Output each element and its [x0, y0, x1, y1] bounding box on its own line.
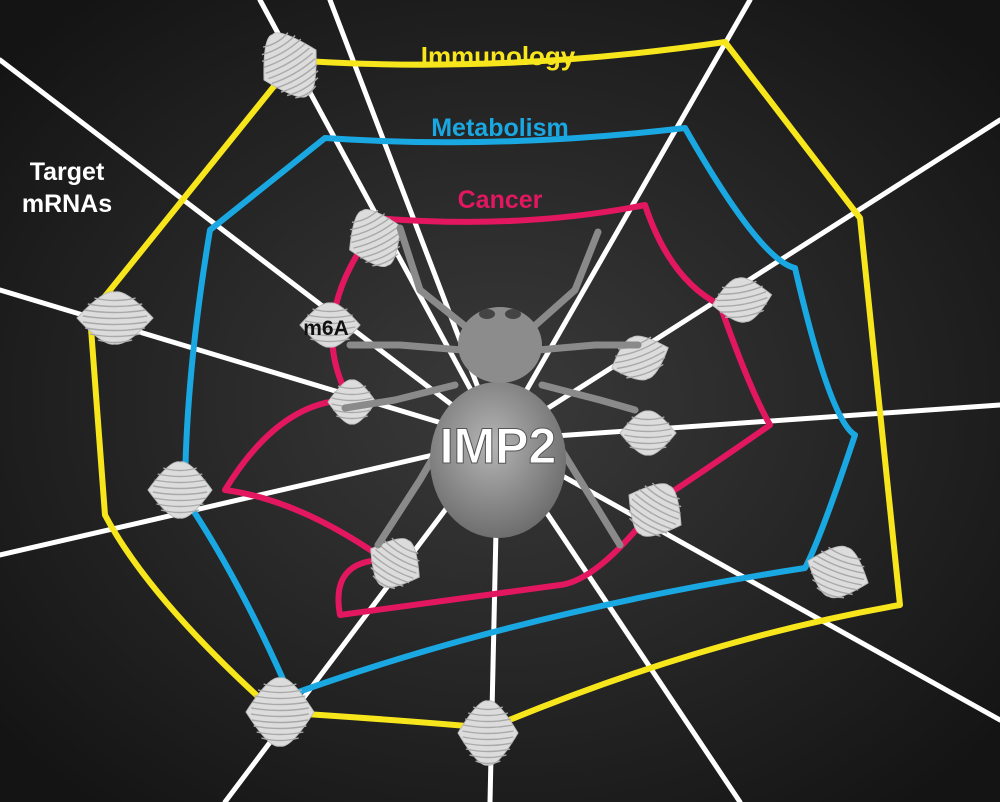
spider-legs: [341, 224, 642, 549]
mrna-cocoon-icon: [370, 537, 420, 590]
mrna-cocoon-icon: [457, 700, 519, 766]
target-label-line1: Target: [30, 158, 105, 186]
mrna-cocoon-icon: [261, 32, 319, 99]
spider-leg: [526, 228, 602, 334]
spider-leg: [396, 224, 474, 334]
spider-eye-left: [479, 309, 495, 319]
cancer-ring: [222, 202, 773, 618]
spider-abdomen: [430, 382, 566, 538]
metabolism-label: Metabolism: [431, 114, 569, 142]
immunology-ring: [87, 39, 903, 731]
mrna-cocoon-icon: [619, 410, 677, 456]
immunology-label: Immunology: [421, 41, 576, 71]
mrna-cocoon-icon: [76, 291, 154, 345]
mrna-cocoon-icon: [147, 461, 213, 519]
mrna-cocoon-icon: [807, 545, 869, 599]
spider-leg: [346, 341, 466, 354]
imp2-label: IMP2: [440, 418, 557, 474]
mrna-cocoon-icon: [349, 208, 401, 268]
cancer-label: Cancer: [458, 186, 543, 214]
spider-leg: [534, 341, 642, 354]
spider-head: [458, 307, 542, 383]
web-spoke: [0, 57, 501, 443]
spider-leg: [538, 381, 639, 414]
spider-icon: [341, 224, 642, 549]
mrna-cocoon-icon: [299, 302, 361, 348]
mrna-cocoon-icon: [628, 482, 682, 537]
m6a-label: m6A: [303, 317, 349, 340]
spider-eye-right: [505, 309, 521, 319]
target-label-line2: mRNAs: [22, 190, 112, 218]
web-spoke: [495, 0, 753, 443]
mrna-cocoon-icon: [245, 677, 315, 747]
mrna-cocoon-icon: [711, 277, 773, 323]
web-spoke: [495, 402, 1000, 443]
spider-leg: [341, 381, 459, 412]
